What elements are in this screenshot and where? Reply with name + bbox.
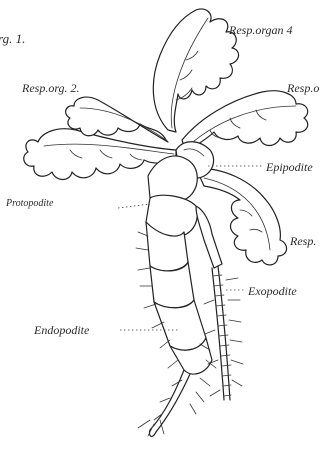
label-resp-organ-4: Resp.organ 4 xyxy=(228,23,293,37)
label-endopodite: Endopodite xyxy=(33,323,90,337)
label-resp-org-1: rg. 1. xyxy=(0,31,25,46)
label-exopodite: Exopodite xyxy=(247,284,297,298)
label-epipodite: Epipodite xyxy=(265,160,313,174)
respiratory-organ-right xyxy=(182,91,308,152)
leader-protopodite xyxy=(118,204,150,208)
protopodite-shape xyxy=(146,156,197,237)
label-resp-org-5: Resp. xyxy=(289,234,316,248)
label-protopodite: Protopodite xyxy=(5,198,54,209)
label-resp-org-3: Resp.o xyxy=(286,81,319,95)
endopodite-shape xyxy=(136,222,216,436)
label-resp-org-2: Resp.org. 2. xyxy=(21,81,80,95)
